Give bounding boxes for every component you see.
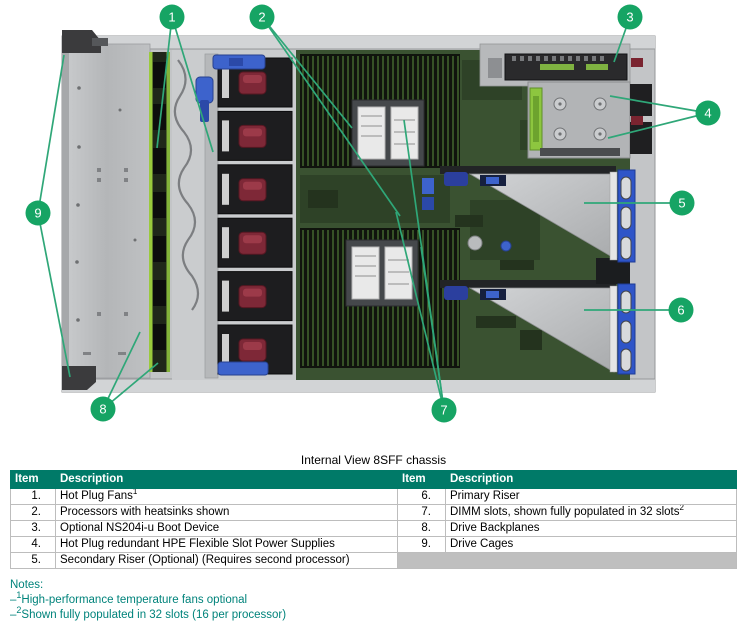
item-description: Hot Plug redundant HPE Flexible Slot Pow… bbox=[55, 536, 398, 553]
riser-latch bbox=[444, 172, 468, 186]
fan-cage-latch bbox=[195, 76, 214, 104]
psu-rear-1 bbox=[630, 84, 652, 116]
callout-7: 7 bbox=[431, 397, 457, 423]
table-row: 3. Optional NS204i-u Boot Device 8. Driv… bbox=[10, 520, 737, 537]
dash: – bbox=[10, 594, 17, 606]
col-header-desc-right: Description bbox=[445, 470, 737, 489]
svg-text:5: 5 bbox=[678, 196, 685, 211]
desc-text: DIMM slots, shown fully populated in 32 … bbox=[450, 506, 680, 518]
callout-4: 4 bbox=[695, 100, 721, 126]
table-row: 4. Hot Plug redundant HPE Flexible Slot … bbox=[10, 536, 737, 553]
fan-cable-harness bbox=[173, 59, 200, 311]
col-header-desc-left: Description bbox=[55, 470, 398, 489]
rear-slot-covers bbox=[609, 169, 636, 375]
footnote-ref: 2 bbox=[679, 504, 684, 513]
footnote-ref: 1 bbox=[16, 590, 22, 601]
footnote-ref: 2 bbox=[16, 605, 22, 616]
note-line: –1High-performance temperature fans opti… bbox=[10, 590, 747, 608]
desc-text: Processors with heatsinks shown bbox=[60, 506, 230, 518]
item-number: 6. bbox=[397, 488, 446, 505]
cpu2-heatsink bbox=[345, 239, 419, 307]
drive-backplane bbox=[149, 52, 170, 372]
figure-caption: Internal View 8SFF chassis bbox=[300, 453, 447, 467]
desc-text: Hot Plug redundant HPE Flexible Slot Pow… bbox=[60, 538, 335, 550]
callout-1: 1 bbox=[159, 4, 185, 30]
desc-text: Drive Backplanes bbox=[450, 522, 540, 534]
table-row: 2. Processors with heatsinks shown 7. DI… bbox=[10, 504, 737, 521]
svg-text:1: 1 bbox=[168, 10, 175, 25]
svg-text:3: 3 bbox=[626, 10, 633, 25]
secondary-riser bbox=[440, 166, 616, 259]
desc-text: Drive Cages bbox=[450, 538, 514, 550]
col-header-item-left: Item bbox=[10, 470, 56, 489]
system-battery bbox=[467, 235, 483, 251]
item-description: Drive Backplanes bbox=[445, 520, 737, 537]
col-header-item-right: Item bbox=[397, 470, 446, 489]
fan-bay bbox=[172, 50, 296, 380]
item-description: Secondary Riser (Optional) (Requires sec… bbox=[55, 552, 398, 569]
svg-text:7: 7 bbox=[440, 403, 447, 418]
system-board bbox=[296, 50, 630, 380]
callout-8: 8 bbox=[90, 396, 116, 422]
callout-5: 5 bbox=[669, 190, 695, 216]
note-text: High-performance temperature fans option… bbox=[21, 594, 248, 606]
item-description: Processors with heatsinks shown bbox=[55, 504, 398, 521]
item-number: 2. bbox=[10, 504, 56, 521]
rear-top-area bbox=[479, 43, 652, 159]
blue-connector bbox=[422, 178, 434, 194]
item-number: 3. bbox=[10, 520, 56, 537]
svg-text:8: 8 bbox=[99, 402, 106, 417]
drive-cage-area bbox=[62, 30, 151, 390]
desc-text: Hot Plug Fans bbox=[60, 490, 133, 502]
desc-text: Optional NS204i-u Boot Device bbox=[60, 522, 220, 534]
item-number: 7. bbox=[397, 504, 446, 521]
desc-text: Secondary Riser (Optional) (Requires sec… bbox=[60, 554, 350, 566]
riser-latch bbox=[444, 286, 468, 300]
callout-6: 6 bbox=[668, 297, 694, 323]
server-internal-view-figure: 1 2 3 4 5 6 7 8 9 bbox=[25, 4, 721, 423]
item-description: Optional NS204i-u Boot Device bbox=[55, 520, 398, 537]
cpu1-heatsink bbox=[351, 99, 425, 167]
table-row: 1. Hot Plug Fans1 6. Primary Riser bbox=[10, 488, 737, 505]
table-row: 5. Secondary Riser (Optional) (Requires … bbox=[10, 552, 737, 569]
blue-thumb-screw bbox=[500, 240, 512, 252]
desc-text: Primary Riser bbox=[450, 490, 520, 502]
item-number: 1. bbox=[10, 488, 56, 505]
psu-rear-2 bbox=[630, 122, 652, 154]
psu-release-latch bbox=[631, 116, 643, 125]
empty-cell bbox=[397, 552, 737, 569]
item-number: 5. bbox=[10, 552, 56, 569]
ns204i-u-boot-device bbox=[488, 53, 628, 81]
item-number: 4. bbox=[10, 536, 56, 553]
callout-layer: 1 2 3 4 5 6 7 8 9 bbox=[25, 4, 721, 423]
notes-title: Notes: bbox=[10, 579, 44, 591]
fan-cage-handle-bottom bbox=[217, 361, 269, 376]
power-supply-bay bbox=[527, 81, 631, 159]
item-number: 9. bbox=[397, 536, 446, 553]
footnote-ref: 1 bbox=[132, 488, 138, 497]
item-description: Primary Riser bbox=[445, 488, 737, 505]
item-description: DIMM slots, shown fully populated in 32 … bbox=[445, 504, 737, 521]
item-description: Drive Cages bbox=[445, 536, 737, 553]
callout-9: 9 bbox=[25, 200, 51, 226]
note-line: –2Shown fully populated in 32 slots (16 … bbox=[10, 605, 747, 623]
callout-2: 2 bbox=[249, 4, 275, 30]
item-description: Hot Plug Fans1 bbox=[55, 488, 398, 505]
table-header-row: Item Description Item Description bbox=[10, 470, 737, 489]
psu-release-latch bbox=[631, 58, 643, 67]
note-text: Shown fully populated in 32 slots (16 pe… bbox=[21, 609, 287, 621]
svg-text:9: 9 bbox=[34, 206, 41, 221]
svg-text:2: 2 bbox=[258, 10, 265, 25]
item-number: 8. bbox=[397, 520, 446, 537]
callout-3: 3 bbox=[617, 4, 643, 30]
primary-riser bbox=[440, 258, 630, 373]
svg-text:6: 6 bbox=[677, 303, 684, 318]
notes-block: Notes: –1High-performance temperature fa… bbox=[10, 578, 747, 623]
svg-text:4: 4 bbox=[704, 106, 711, 121]
dash: – bbox=[10, 609, 17, 621]
blue-connector bbox=[422, 197, 434, 210]
item-description-table: Item Description Item Description 1. Hot… bbox=[10, 470, 737, 569]
